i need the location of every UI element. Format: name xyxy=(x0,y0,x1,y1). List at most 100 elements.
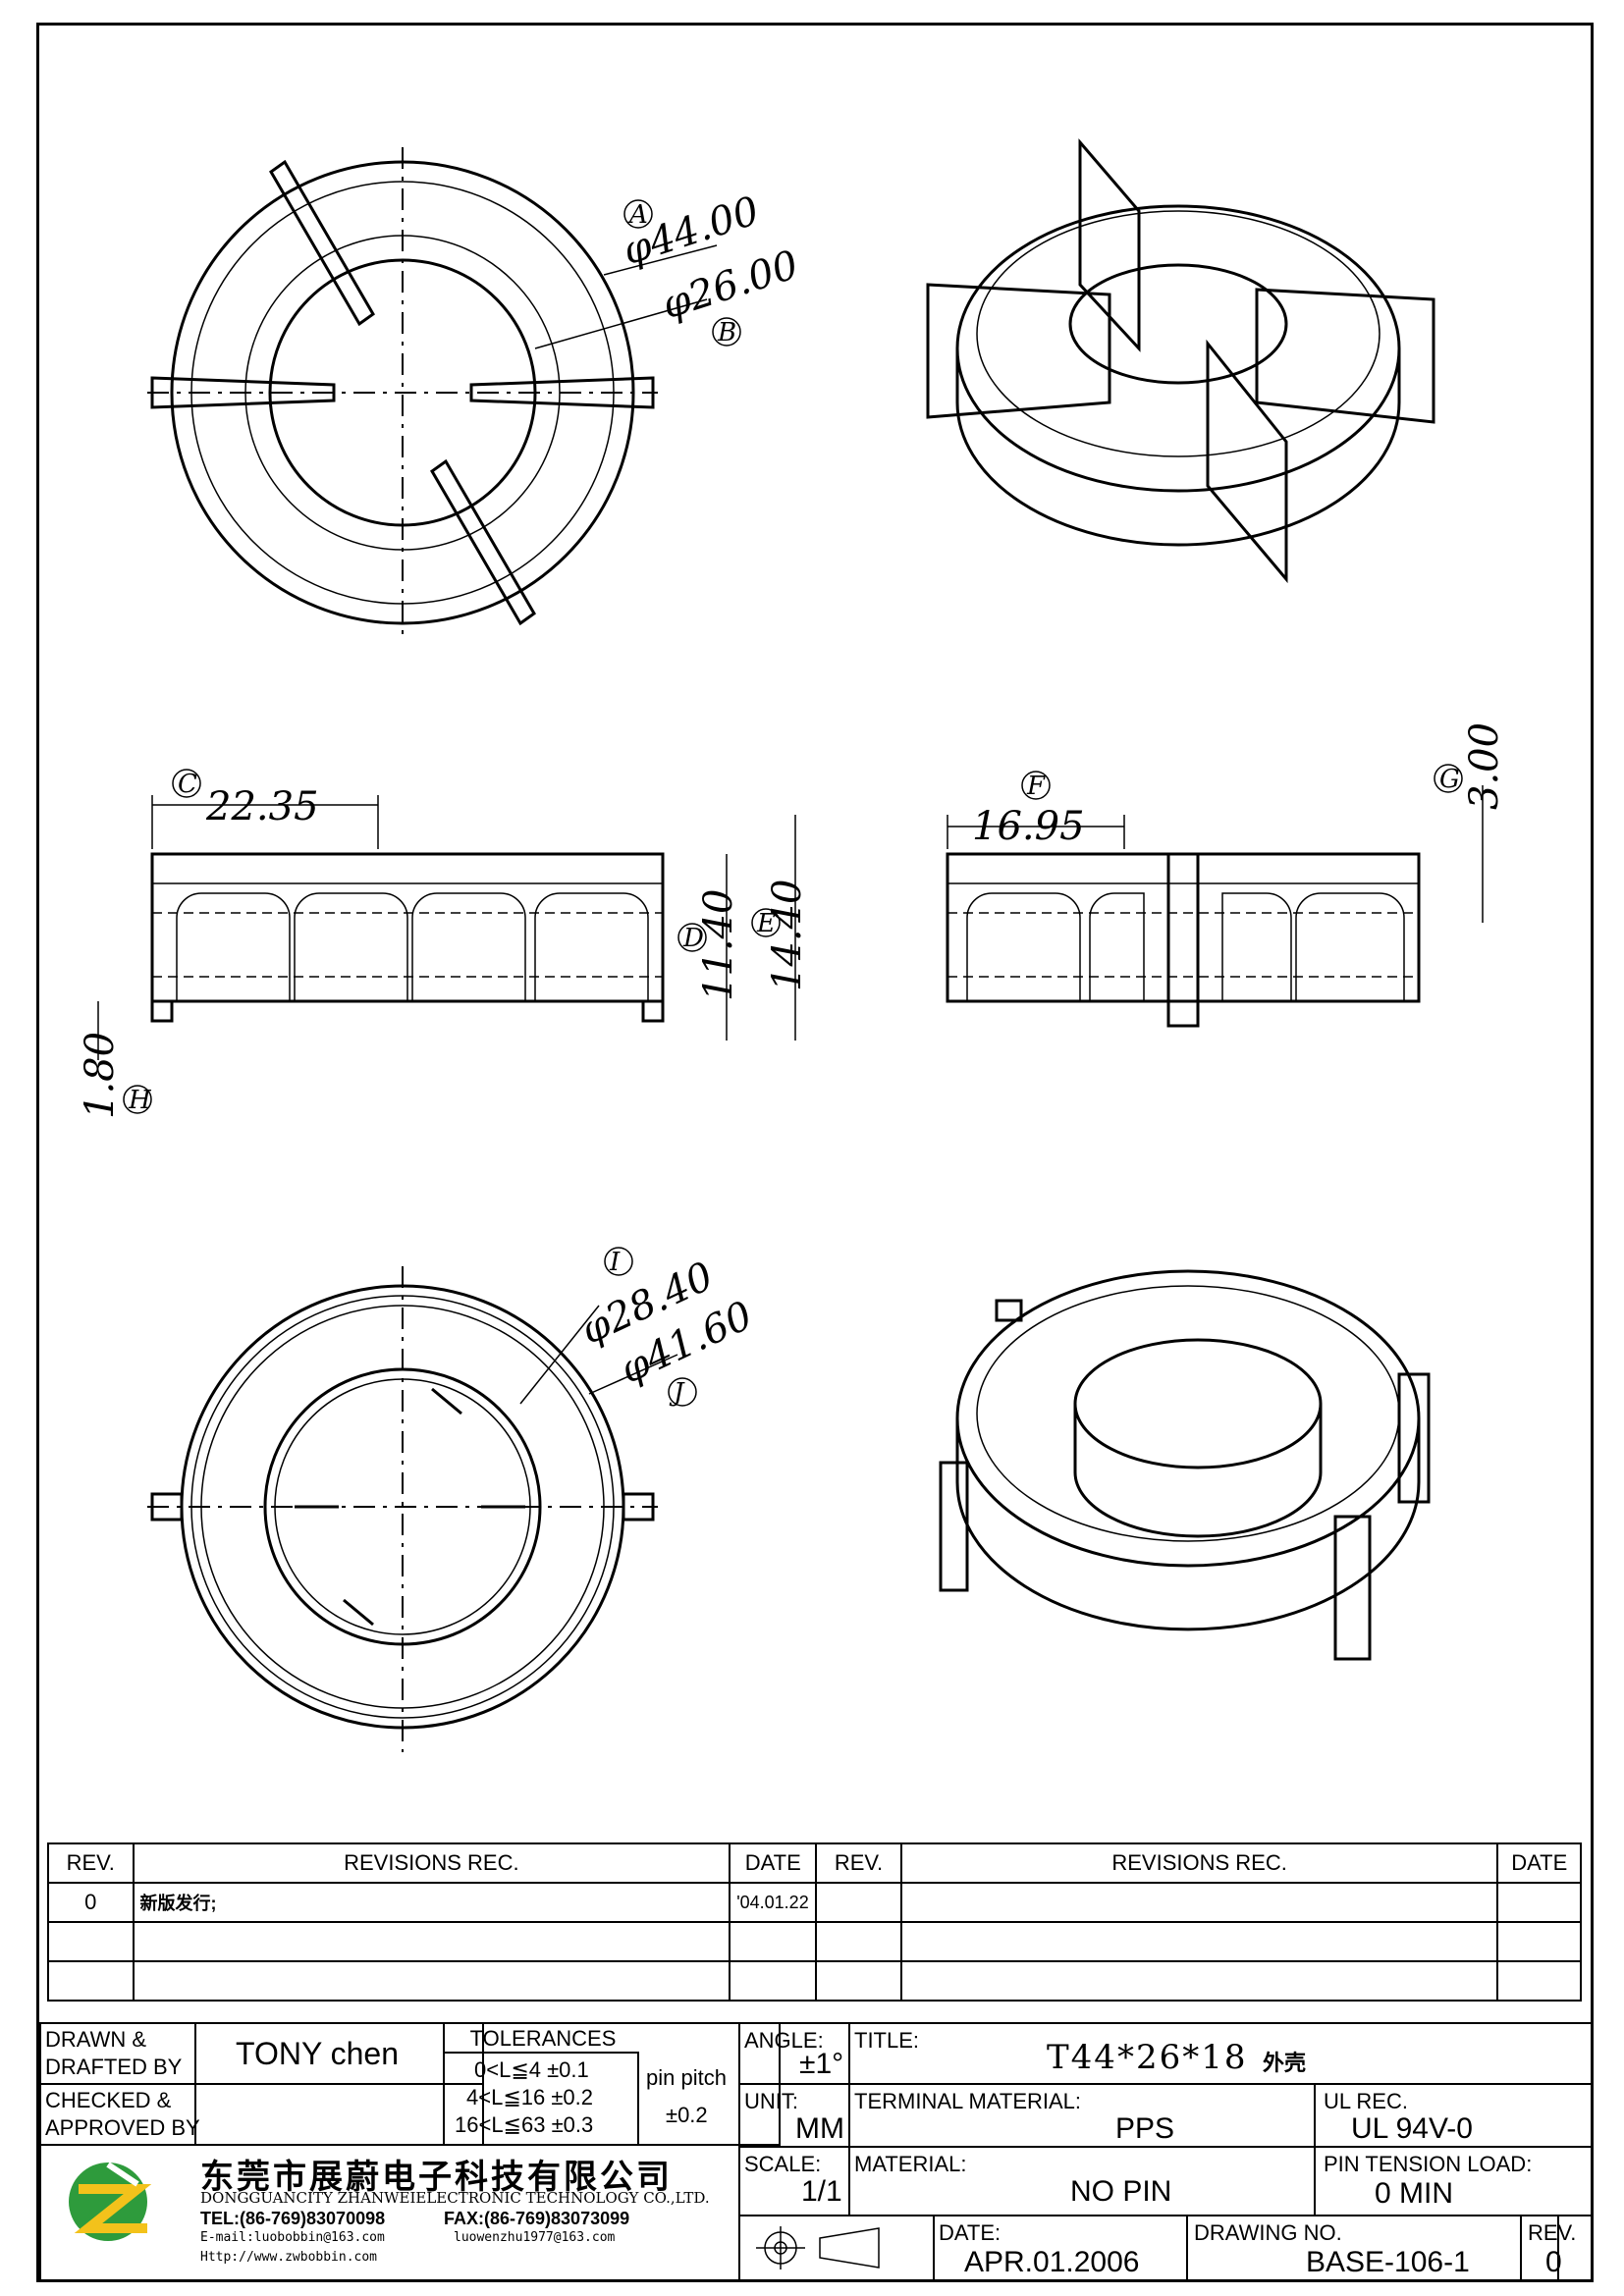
rev-header: REV. xyxy=(47,1842,135,1884)
date-cell xyxy=(729,1921,818,1962)
tolerance-row: 16<L≦63 ±0.3 xyxy=(455,2112,594,2137)
company-block: 东莞市展蔚电子科技有限公司 DONGGUANCITY ZHANWEIELECTR… xyxy=(39,2144,740,2281)
company-name-cn: 东莞市展蔚电子科技有限公司 xyxy=(200,2158,673,2197)
rev-label: REV. xyxy=(1528,2220,1577,2245)
title-value: T44*26*18 xyxy=(1047,2038,1248,2077)
drawing-no-cell: DRAWING NO. BASE-106-1 xyxy=(1186,2215,1559,2281)
date-value: APR.01.2006 xyxy=(964,2246,1140,2278)
date-header: DATE xyxy=(729,1842,818,1884)
drawn-label: DRAWN & DRAFTED BY xyxy=(45,2027,183,2079)
company-email: E-mail:luobobbin@163.com xyxy=(200,2230,385,2245)
drawing-no-label: DRAWING NO. xyxy=(1194,2220,1342,2245)
svg-text:F: F xyxy=(1026,772,1046,801)
company-email-alt: luowenzhu1977@163.com xyxy=(454,2230,616,2245)
rev-cell xyxy=(815,1960,902,2002)
top-view xyxy=(147,147,718,638)
drawn-by-value: TONY chen xyxy=(236,2036,400,2071)
callout-b: B xyxy=(712,317,741,347)
date-label: DATE: xyxy=(939,2220,1001,2245)
material-label: MATERIAL: xyxy=(854,2152,967,2176)
rev-header: REV. xyxy=(815,1842,902,1884)
svg-text:D: D xyxy=(682,924,704,953)
rec-cell xyxy=(132,1960,731,2002)
rec-cell xyxy=(899,1960,1499,2002)
rev-cell xyxy=(47,1960,135,2002)
isometric-top-view xyxy=(926,137,1435,584)
angle-value: ±1° xyxy=(799,2048,844,2080)
terminal-material-value: PPS xyxy=(1115,2112,1175,2145)
dim-f-text: 16.95 xyxy=(972,804,1085,849)
revisions-rec-header: REVISIONS REC. xyxy=(132,1842,731,1884)
material-cell: MATERIAL: NO PIN xyxy=(848,2146,1316,2216)
bottom-view xyxy=(147,1266,678,1752)
side-view xyxy=(946,785,1484,1028)
rec-cell xyxy=(899,1921,1499,1962)
unit-cell: UNIT: MM xyxy=(738,2083,850,2148)
unit-label: UNIT: xyxy=(744,2089,798,2113)
company-tel: TEL:(86-769)83070098 xyxy=(200,2209,386,2228)
title-cn: 外壳 xyxy=(1263,2051,1307,2075)
svg-text:A: A xyxy=(627,200,648,230)
date-cell xyxy=(729,1960,818,2002)
pin-tension-cell: PIN TENSION LOAD: 0 MIN xyxy=(1314,2146,1593,2216)
callout-e: E xyxy=(751,908,781,938)
callout-h: H xyxy=(123,1085,152,1115)
terminal-material-cell: TERMINAL MATERIAL: PPS xyxy=(848,2083,1316,2148)
tolerance-row: 4<L≦16 ±0.2 xyxy=(466,2085,593,2109)
revisions-table: REV. REVISIONS REC. DATE REV. REVISIONS … xyxy=(47,1842,1582,2002)
ul-rec-label: UL REC. xyxy=(1324,2089,1408,2113)
callout-a: A xyxy=(623,199,653,230)
svg-text:H: H xyxy=(128,1086,152,1115)
isometric-bottom-view xyxy=(939,1269,1431,1661)
callout-f: F xyxy=(1021,771,1051,801)
pin-pitch-label: pin pitch xyxy=(646,2065,727,2090)
scale-cell: SCALE: 1/1 xyxy=(738,2146,850,2216)
checked-label: CHECKED & APPROVED BY xyxy=(45,2088,200,2140)
material-value: NO PIN xyxy=(1070,2175,1172,2208)
rev-cell xyxy=(815,1921,902,1962)
rev-value: 0 xyxy=(1545,2246,1562,2278)
tolerances-label: TOLERANCES xyxy=(469,2026,617,2051)
callout-i: I xyxy=(604,1247,633,1277)
svg-text:B: B xyxy=(717,318,736,347)
terminal-material-label: TERMINAL MATERIAL: xyxy=(854,2089,1082,2113)
checked-by-cell xyxy=(194,2083,484,2146)
drawn-by-cell: TONY chen xyxy=(194,2022,484,2085)
rec-cell xyxy=(899,1882,1499,1923)
company-logo xyxy=(69,2162,152,2241)
projection-symbol xyxy=(756,2226,880,2269)
svg-text:J: J xyxy=(669,1378,685,1408)
rev-cell xyxy=(815,1882,902,1923)
company-fax: FAX:(86-769)83073099 xyxy=(444,2209,630,2228)
checked-label-cell: CHECKED & APPROVED BY xyxy=(39,2083,200,2146)
callout-g: G xyxy=(1434,764,1463,794)
dim-c-text: 22.35 xyxy=(205,784,319,829)
title-block: DRAWN & DRAFTED BY TONY chen CHECKED & A… xyxy=(39,2022,1593,2281)
angle-label: ANGLE: xyxy=(744,2028,824,2053)
date-cell: '04.01.22 xyxy=(729,1882,818,1923)
company-website: Http://www.zwbobbin.com xyxy=(200,2250,378,2265)
tolerance-row: 0<L≦4 ±0.1 xyxy=(474,2057,589,2082)
table-row xyxy=(47,1921,1582,1962)
date-cell xyxy=(1496,1882,1582,1923)
svg-text:E: E xyxy=(756,909,776,938)
rev-cell: 0 xyxy=(47,1882,135,1923)
svg-text:I: I xyxy=(609,1248,621,1277)
table-row xyxy=(47,1960,1582,2002)
dim-g-text: 3.00 xyxy=(1462,722,1507,810)
pin-tension-value: 0 MIN xyxy=(1375,2177,1454,2210)
ul-rec-value: UL 94V-0 xyxy=(1351,2112,1473,2145)
drawing-no-value: BASE-106-1 xyxy=(1306,2246,1470,2278)
date-cell: DATE: APR.01.2006 xyxy=(933,2215,1188,2281)
callout-j: J xyxy=(668,1377,697,1408)
dim-h-text: 1.80 xyxy=(78,1032,123,1119)
svg-text:C: C xyxy=(178,770,197,799)
front-view xyxy=(97,795,796,1060)
svg-text:G: G xyxy=(1439,765,1460,794)
date-cell xyxy=(1496,1921,1582,1962)
scale-label: SCALE: xyxy=(744,2152,822,2176)
scale-value: 1/1 xyxy=(801,2175,842,2208)
table-row: 0 新版发行; '04.01.22 xyxy=(47,1882,1582,1923)
pin-tension-label: PIN TENSION LOAD: xyxy=(1324,2152,1533,2176)
